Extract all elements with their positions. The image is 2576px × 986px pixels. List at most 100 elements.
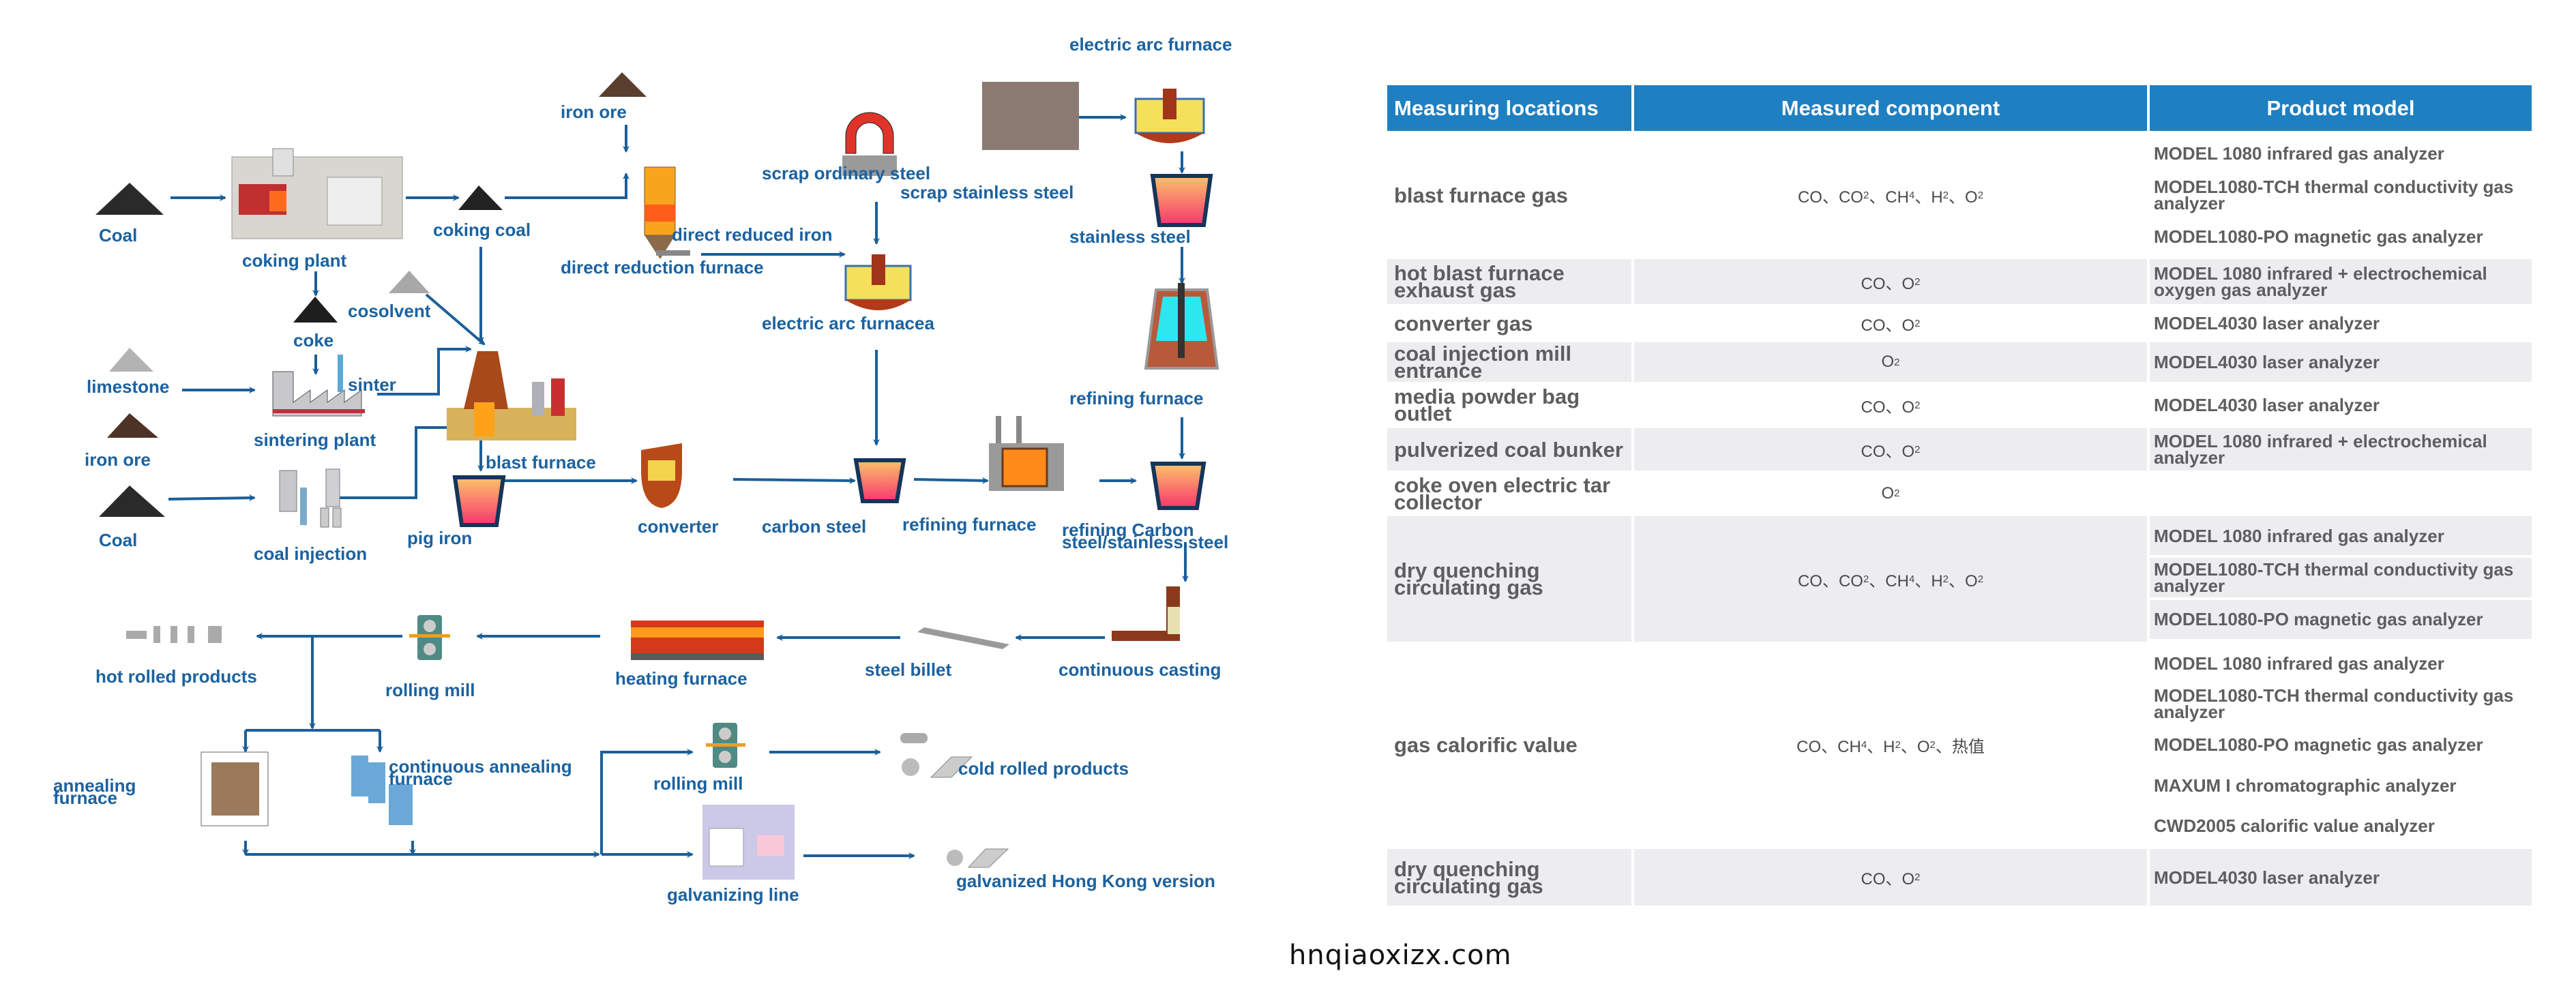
ladle-icon-pig-iron	[452, 475, 506, 527]
measuring-location: converter gas	[1394, 311, 1533, 335]
product-model: MODEL4030 laser analyzer	[2154, 313, 2380, 333]
continuous-annealing-furnace-icon	[351, 756, 413, 825]
product-model: MODEL1080-PO magnetic gas analyzer	[2150, 599, 2532, 639]
measuring-location: coke oven electric tar collector	[1394, 473, 1611, 514]
product-model: MODEL1080-TCH thermal conductivity gas a…	[2154, 685, 2514, 723]
label-scrap-ordinary-steel: scrap ordinary steel	[762, 163, 931, 183]
label-converter: converter	[638, 516, 719, 537]
galvanized-product-icon	[947, 848, 1009, 868]
process-flow-diagram: Coal coking plant coking coal iron ore d…	[0, 0, 1296, 914]
product-model: MODEL1080-PO magnetic gas analyzer	[2154, 734, 2483, 755]
heating-furnace-icon	[631, 621, 764, 660]
arrow-coal-to-injection	[168, 494, 256, 502]
arrow-carbon-to-refining	[913, 477, 989, 484]
hot-rolled-products-icon	[126, 626, 222, 643]
table-header-2: Measured component	[1634, 85, 2147, 131]
iron-ore-pile-icon-top	[599, 72, 647, 97]
label-sintering-plant: sintering plant	[254, 430, 376, 450]
continuous-casting-icon	[1112, 586, 1180, 641]
cosolvent-pile-icon	[389, 271, 430, 293]
coal-injection-icon	[279, 468, 342, 528]
label-refining-furnace-right: refining furnace	[1069, 388, 1204, 408]
label-galvanized-hk-version: galvanized Hong Kong version	[956, 871, 1215, 891]
converter-icon	[641, 443, 682, 508]
label-limestone: limestone	[87, 376, 170, 397]
direct-reduction-furnace-icon	[644, 166, 690, 259]
label-coal-injection: coal injection	[254, 543, 368, 564]
product-model: MODEL 1080 infrared gas analyzer	[2154, 653, 2444, 674]
label-refining-carbon-stainless: refining Carbon steel/stainless steel	[1062, 520, 1229, 552]
measuring-location: media powder bag outlet	[1394, 385, 1580, 425]
measuring-location: dry quenching circulating gas	[1387, 849, 1631, 906]
label-rolling-mill-2: rolling mill	[653, 773, 743, 794]
measuring-location: dry quenching circulating gas	[1387, 516, 1631, 642]
label-scrap-stainless-steel: scrap stainless steel	[900, 182, 1074, 203]
label-continuous-annealing-furnace: continuous annealing furnace	[389, 756, 572, 789]
coal-pile-icon-1	[95, 183, 164, 215]
flow-arrows	[95, 72, 1219, 880]
label-refining-furnace-mid: refining furnace	[902, 514, 1037, 535]
product-model	[2150, 473, 2532, 514]
label-coking-coal: coking coal	[433, 220, 531, 240]
label-annealing-furnace: annealing furnace	[53, 775, 136, 808]
label-rolling-mill-1: rolling mill	[385, 680, 475, 700]
measuring-location: coal injection mill entrance	[1387, 342, 1631, 382]
label-steel-billet: steel billet	[865, 659, 952, 680]
label-coal-2: Coal	[99, 530, 138, 550]
coal-pile-icon-2	[99, 485, 165, 517]
label-stainless-steel: stainless steel	[1069, 226, 1191, 247]
product-model: MODEL 1080 infrared + electrochemical ox…	[2150, 259, 2532, 304]
label-galvanizing-line: galvanizing line	[667, 884, 799, 905]
measuring-location: hot blast furnace exhaust gas	[1387, 259, 1631, 304]
product-model: MAXUM I chromatographic analyzer	[2154, 775, 2457, 796]
rolling-mill-icon-1	[409, 615, 450, 660]
label-electric-arc-furnacea: electric arc furnacea	[762, 313, 934, 333]
label-electric-arc-furnace: electric arc furnace	[1069, 34, 1232, 55]
refining-furnace-icon-right	[1144, 283, 1219, 370]
product-model: CWD2005 calorific value analyzer	[2154, 816, 2435, 837]
product-model: MODEL1080-PO magnetic gas analyzer	[2154, 226, 2483, 247]
stainless-scrap-photo	[982, 82, 1079, 150]
iron-ore-pile-icon-left	[107, 413, 158, 438]
electric-arc-furnace-icon-top	[1134, 89, 1205, 143]
label-coking-plant: coking plant	[242, 250, 347, 271]
cold-rolled-products-icon	[900, 733, 973, 778]
label-direct-reduction-furnace: direct reduction furnace	[561, 257, 764, 278]
label-carbon-steel: carbon steel	[762, 516, 867, 537]
label-coke: coke	[293, 330, 334, 350]
site-watermark: hnqiaoxizx.com	[1289, 940, 1512, 971]
product-model: MODEL1080-TCH thermal conductivity gas a…	[2154, 176, 2514, 213]
rolling-mill-icon-2	[706, 723, 745, 768]
measuring-location: pulverized coal bunker	[1387, 428, 1631, 470]
label-continuous-casting: continuous casting	[1058, 659, 1222, 680]
label-blast-furnace: blast furnace	[486, 452, 596, 473]
electric-arc-furnace-icon-mid	[844, 254, 912, 310]
label-pig-iron: pig iron	[407, 528, 473, 548]
ladle-icon-carbon-steel	[853, 458, 906, 503]
label-coal: Coal	[99, 225, 138, 245]
sintering-plant-icon	[272, 355, 365, 417]
measuring-location: blast furnace gas	[1394, 183, 1568, 207]
measuring-location: gas calorific value	[1394, 732, 1578, 757]
limestone-pile-icon	[109, 348, 153, 372]
arrow-coking-coal-to-dr	[505, 173, 630, 199]
coke-pile-icon	[293, 297, 338, 323]
label-cosolvent: cosolvent	[348, 301, 431, 321]
label-hot-rolled-products: hot rolled products	[95, 666, 257, 687]
arrow-converter-to-carbon	[732, 477, 856, 484]
product-model: MODEL4030 laser analyzer	[2150, 849, 2532, 906]
blast-furnace-icon	[447, 351, 576, 440]
table-header-3: Product model	[2150, 85, 2532, 131]
arrow-sinter-to-bf	[377, 346, 472, 395]
product-model: MODEL4030 laser analyzer	[2154, 395, 2380, 415]
magnet-scrap-icon	[842, 112, 897, 176]
arrow-injection-to-bf	[339, 424, 472, 499]
label-cold-rolled-products: cold rolled products	[958, 758, 1129, 779]
label-sinter: sinter	[348, 374, 396, 395]
label-iron-ore-left: iron ore	[85, 449, 151, 470]
